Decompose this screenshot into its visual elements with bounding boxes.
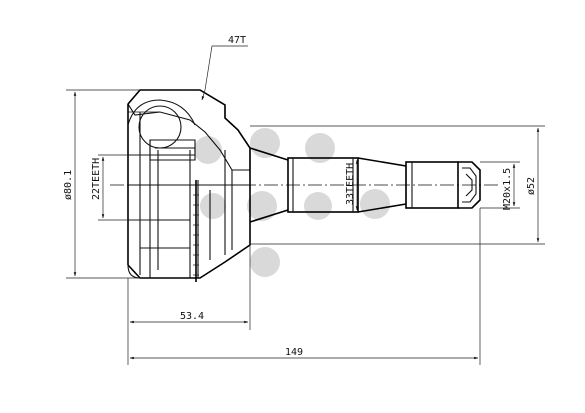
label-seal-diameter: ø52	[526, 177, 537, 195]
label-total-length: 149	[285, 347, 303, 358]
label-bell-length: 53.4	[180, 311, 204, 322]
abs-ring	[193, 180, 199, 282]
label-47t: 47T	[228, 35, 246, 46]
inner-race	[127, 99, 196, 161]
bell-housing	[127, 89, 251, 282]
dimension-lines	[66, 45, 545, 365]
label-inner-spline: 22TEETH	[91, 158, 102, 200]
stub-shaft	[249, 147, 481, 223]
label-outer-diameter: ø80.1	[63, 170, 74, 200]
watermark-dots	[194, 128, 390, 277]
label-outer-spline: 33TEETH	[345, 163, 356, 205]
label-thread: M20x1.5	[502, 168, 513, 210]
